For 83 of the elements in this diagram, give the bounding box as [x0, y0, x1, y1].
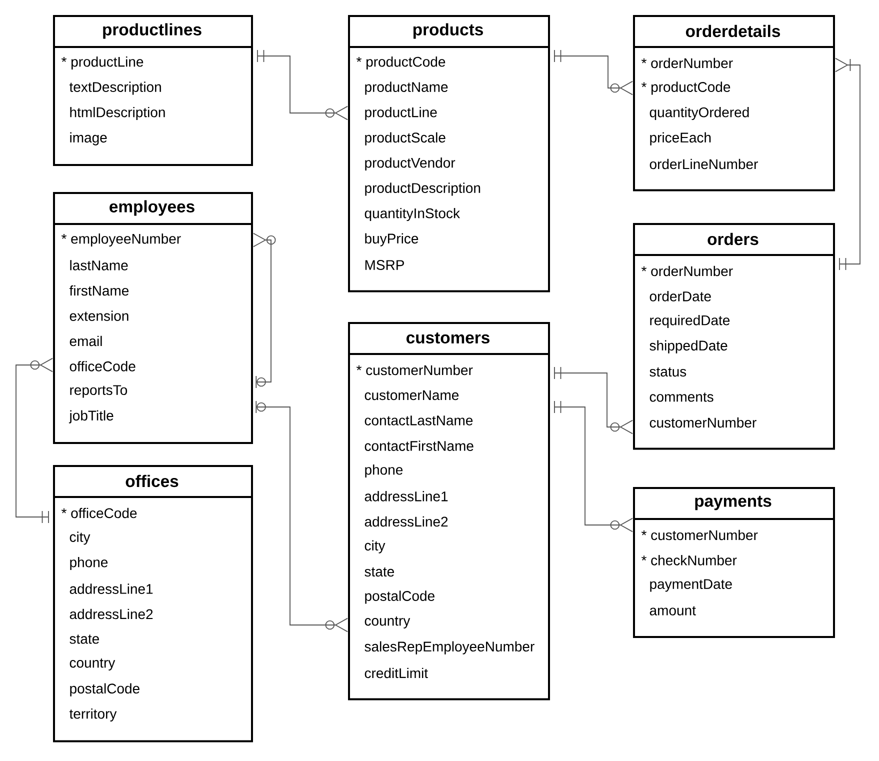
- table-box: [53, 15, 253, 166]
- column-name: country: [364, 616, 410, 628]
- column-name: addressLine1: [364, 491, 448, 502]
- table-box: [53, 192, 253, 444]
- column-name: * customerNumber: [642, 530, 758, 540]
- column-name: contactLastName: [364, 416, 473, 426]
- column-name: * productCode: [642, 82, 730, 95]
- column-name: jobTitle: [68, 410, 114, 424]
- table-box: [348, 15, 550, 292]
- column-name: phone: [70, 556, 108, 570]
- column-name: firstName: [69, 285, 129, 296]
- relationship-line: [554, 50, 633, 96]
- column-name: paymentDate: [650, 579, 732, 592]
- column-name: postalCode: [365, 590, 434, 604]
- table-name: products: [413, 23, 483, 39]
- column-name: state: [364, 567, 394, 577]
- column-name: shippedDate: [650, 340, 728, 354]
- column-name: MSRP: [365, 260, 404, 270]
- relationship-line: [16, 358, 53, 524]
- column-name: * customerNumber: [356, 364, 473, 376]
- column-name: * orderNumber: [642, 266, 733, 276]
- column-name: quantityInStock: [364, 208, 460, 222]
- column-name: email: [70, 336, 102, 346]
- column-name: productVendor: [365, 157, 456, 171]
- table-name: payments: [695, 496, 772, 510]
- column-name: postalCode: [70, 683, 140, 696]
- column-name: productName: [365, 82, 448, 95]
- column-name: * officeCode: [62, 508, 137, 518]
- table-box: [633, 223, 835, 450]
- table-name: employees: [110, 200, 194, 216]
- column-name: * employeeNumber: [62, 233, 181, 247]
- column-name: customerNumber: [650, 417, 756, 428]
- relationship-line: [257, 50, 348, 120]
- column-name: * orderNumber: [642, 58, 733, 68]
- column-name: productScale: [365, 132, 446, 146]
- column-name: customerName: [364, 390, 459, 400]
- column-name: territory: [69, 708, 117, 722]
- column-name: productLine: [365, 106, 437, 120]
- column-name: * productCode: [356, 56, 446, 70]
- column-name: status: [650, 367, 686, 377]
- column-name: buyPrice: [365, 233, 418, 246]
- column-name: orderDate: [650, 291, 711, 302]
- column-name: * checkNumber: [642, 555, 737, 566]
- column-name: amount: [650, 606, 696, 616]
- column-name: orderLineNumber: [650, 158, 758, 170]
- table-box: [348, 322, 550, 700]
- table-name: customers: [406, 332, 490, 344]
- column-name: reportsTo: [70, 385, 128, 398]
- table-name: orders: [708, 232, 758, 246]
- column-name: addressLine1: [70, 584, 153, 594]
- table-name: offices: [126, 474, 178, 488]
- table-box: [53, 465, 253, 742]
- column-name: officeCode: [70, 361, 136, 372]
- column-name: city: [364, 540, 386, 554]
- column-name: addressLine2: [70, 608, 153, 620]
- column-name: priceEach: [650, 132, 711, 146]
- relationship-line: [554, 400, 633, 532]
- column-name: lastName: [70, 260, 128, 270]
- column-name: image: [70, 132, 107, 146]
- relationship-line: [554, 366, 633, 434]
- relationship-line: [256, 400, 348, 632]
- column-name: salesRepEmployeeNumber: [364, 641, 534, 654]
- column-name: htmlDescription: [70, 106, 165, 120]
- column-name: addressLine2: [364, 516, 448, 527]
- column-name: city: [70, 532, 90, 545]
- column-name: productDescription: [365, 182, 480, 196]
- column-name: creditLimit: [364, 668, 428, 678]
- column-name: textDescription: [69, 82, 161, 95]
- table-name: orderdetails: [686, 24, 780, 38]
- column-name: country: [70, 658, 116, 670]
- relationship-line: [253, 232, 276, 388]
- column-name: requiredDate: [650, 314, 730, 328]
- column-name: extension: [70, 310, 128, 321]
- relationship-line: [835, 58, 860, 270]
- table-name: productlines: [103, 23, 202, 39]
- column-name: phone: [365, 464, 403, 478]
- column-name: quantityOrdered: [650, 106, 749, 120]
- table-box: [633, 487, 835, 638]
- column-name: comments: [650, 392, 714, 402]
- table-box: [633, 15, 835, 192]
- column-name: state: [70, 634, 99, 644]
- column-name: * productLine: [62, 56, 144, 70]
- column-name: contactFirstName: [364, 440, 474, 451]
